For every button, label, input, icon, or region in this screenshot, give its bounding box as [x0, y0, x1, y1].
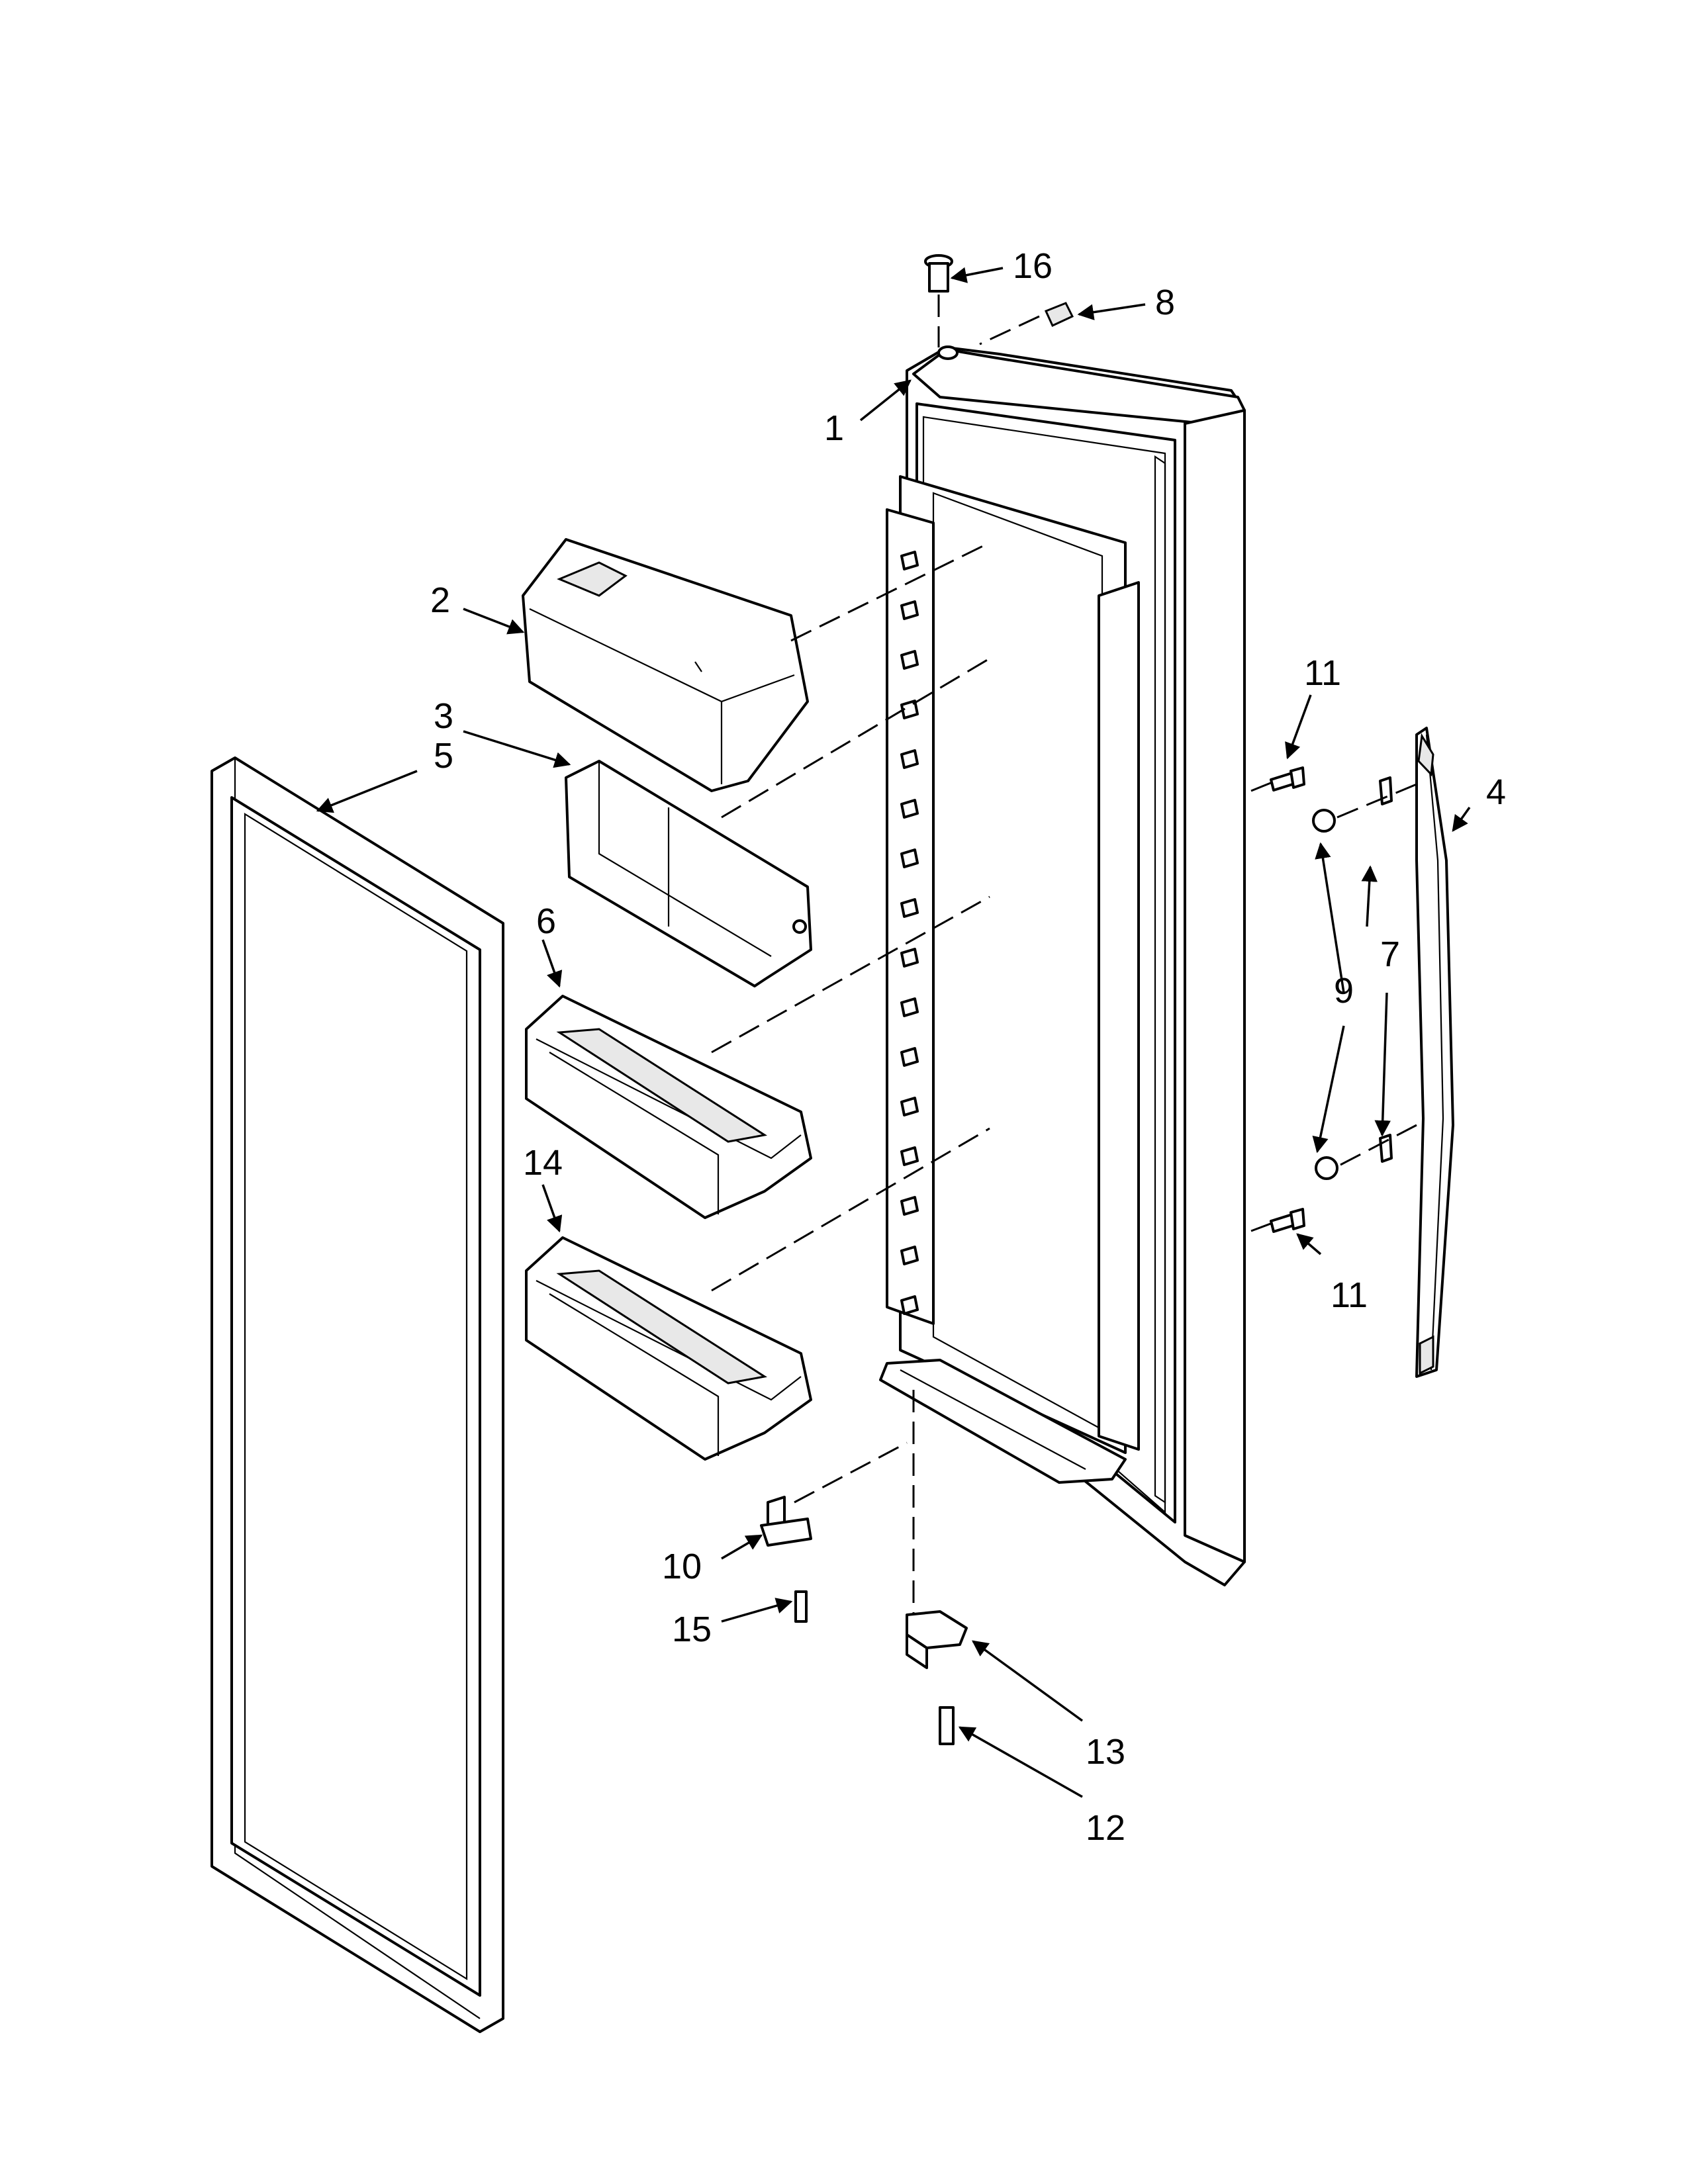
shelf-clip-row — [900, 551, 919, 1315]
shelf-clip — [900, 749, 919, 769]
callout-9: 9 — [1334, 971, 1354, 1011]
callout-3: 3 — [434, 696, 453, 736]
callout-11-upper: 11 — [1304, 653, 1341, 693]
bottom-hinge-pin — [760, 1496, 812, 1547]
callout-10: 10 — [662, 1547, 702, 1586]
door-bin-upper — [525, 995, 812, 1219]
callout-15: 15 — [672, 1610, 712, 1649]
leader-arrows — [316, 267, 1471, 1798]
shelf-clip — [900, 700, 919, 719]
shelf-clip — [900, 997, 919, 1017]
assembly-lines — [711, 295, 1417, 1615]
dairy-door-cover — [565, 760, 812, 987]
callout-16: 16 — [1013, 246, 1053, 286]
dairy-compartment — [522, 538, 809, 792]
callout-12: 12 — [1086, 1808, 1125, 1848]
shelf-clip — [900, 1146, 919, 1166]
hinge-pin-top — [924, 254, 953, 293]
callout-2: 2 — [430, 580, 450, 620]
handle-screw-upper — [1312, 809, 1336, 833]
door-handle — [1415, 727, 1454, 1378]
callout-11-lower: 11 — [1331, 1275, 1368, 1315]
shelf-clip — [900, 1295, 919, 1315]
handle-clip-lower — [1379, 1134, 1393, 1163]
hinge-screw — [939, 1706, 955, 1745]
callout-8: 8 — [1155, 283, 1175, 322]
shelf-clip — [900, 1047, 919, 1067]
door-bin-lower — [525, 1236, 812, 1461]
callout-labels: 16 8 1 2 3 5 6 14 11 4 7 9 11 10 15 13 1… — [430, 246, 1506, 1848]
handle-clip-upper — [1379, 776, 1393, 805]
shelf-clip — [900, 948, 919, 968]
shelf-clip — [900, 551, 919, 570]
hinge-plug-label — [1044, 302, 1074, 327]
shelf-clip — [900, 1097, 919, 1116]
callout-13: 13 — [1086, 1732, 1125, 1772]
door-assembly — [879, 345, 1246, 1586]
callout-14: 14 — [523, 1143, 563, 1183]
shelf-clip — [900, 799, 919, 819]
callout-4: 4 — [1486, 772, 1506, 812]
shelf-clip — [900, 1196, 919, 1216]
screw-lower — [1270, 1208, 1305, 1233]
screw-upper — [1270, 766, 1305, 792]
callout-6: 6 — [536, 901, 556, 941]
shelf-clip — [900, 600, 919, 620]
callout-1: 1 — [824, 408, 844, 448]
door-gasket — [211, 756, 504, 2033]
shelf-clip — [900, 1246, 919, 1265]
shelf-clip — [900, 898, 919, 918]
bottom-hinge — [906, 1610, 968, 1669]
shelf-clip — [900, 848, 919, 868]
hinge-pin-screw — [794, 1590, 808, 1623]
callout-7: 7 — [1380, 934, 1400, 974]
handle-screw-lower — [1315, 1156, 1338, 1180]
shelf-clip — [900, 650, 919, 670]
callout-5: 5 — [434, 736, 453, 776]
